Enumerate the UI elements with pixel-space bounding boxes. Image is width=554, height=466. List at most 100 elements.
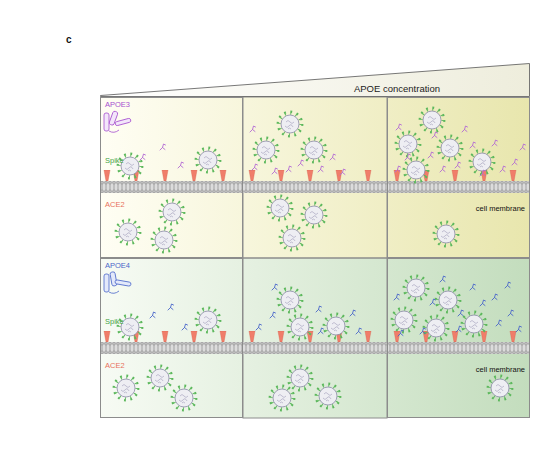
wedge-shape [101, 64, 530, 97]
illustration-part [330, 154, 336, 160]
axis-label: APOE concentration [354, 84, 440, 94]
apoe4-molecules [150, 276, 522, 336]
virus [280, 226, 305, 251]
row-background [100, 97, 530, 258]
ace2-receptor [101, 331, 529, 342]
illustration-part [356, 328, 362, 334]
virus [470, 150, 495, 175]
illustration-part [500, 166, 506, 172]
illustration-part [430, 299, 436, 305]
panel-box: cell membrane [387, 97, 530, 258]
illustration-part [252, 164, 258, 170]
illustration-part [480, 300, 486, 306]
virus [270, 386, 295, 411]
virus [268, 196, 293, 221]
illustration-part [512, 159, 518, 165]
illustration-part [505, 282, 511, 288]
illustration-part [492, 140, 498, 146]
protein-label: APOE4 [105, 262, 130, 270]
illustration-part [115, 280, 131, 287]
wedge-outline [100, 63, 530, 97]
illustration-part [462, 126, 468, 132]
virus [278, 288, 303, 313]
concentration-wedge: APOE concentration [100, 63, 530, 97]
illustration-part [520, 144, 526, 150]
illustration-part [470, 284, 476, 290]
virus [288, 315, 313, 340]
virus [116, 220, 141, 245]
illustration-part [160, 144, 166, 150]
receptor-label: ACE2 [105, 362, 125, 370]
illustration-part [405, 154, 411, 160]
illustration-part [109, 291, 119, 293]
virus [160, 200, 185, 225]
cell-membrane [101, 181, 529, 193]
virus [254, 138, 279, 163]
apoe3-protein-icon [104, 111, 131, 133]
illustration-part [395, 166, 401, 172]
illustration-part [140, 154, 146, 160]
virus [288, 366, 313, 391]
virus [152, 228, 177, 253]
illustration-part [350, 310, 356, 316]
illustration-part [440, 166, 446, 172]
ace2-receptor [101, 170, 529, 181]
panel-box: cell membrane [387, 258, 530, 418]
illustration-part [455, 162, 461, 168]
illustration-part [104, 274, 109, 292]
illustration-part [480, 170, 486, 176]
illustration-part [398, 330, 404, 336]
illustration-part [286, 166, 292, 172]
illustration-part [250, 126, 256, 132]
illustration-part [432, 132, 438, 138]
illustration-part [508, 310, 514, 316]
illustration-part [298, 160, 304, 166]
virus [404, 276, 429, 301]
illustration-part [516, 326, 522, 332]
virus [438, 136, 463, 161]
illustration-part [440, 276, 446, 282]
illustration-part [316, 306, 322, 312]
illustration-part [182, 324, 188, 330]
panel-box: APOE3SpikeACE2 [100, 97, 243, 258]
row-background [100, 258, 530, 418]
virus [462, 312, 487, 337]
illustration-part [150, 312, 156, 318]
virus-group [114, 108, 513, 411]
spike-label: Spike [105, 157, 124, 165]
illustration-part [396, 124, 402, 130]
illustration-part [318, 328, 324, 334]
virus [434, 222, 459, 247]
illustration-part [256, 324, 262, 330]
illustration-part [104, 113, 109, 131]
virus [302, 138, 327, 163]
panel-letter: c [66, 34, 72, 45]
virus [172, 386, 197, 411]
illustration-part [492, 294, 498, 300]
illustration-part [496, 320, 502, 326]
virus [404, 158, 429, 183]
illustration-part [178, 162, 184, 168]
apoe3-molecules [140, 124, 526, 176]
virus [196, 308, 221, 333]
illustration-part [428, 152, 434, 158]
membrane-label: cell membrane [476, 205, 525, 213]
virus [302, 203, 327, 228]
receptor-label: ACE2 [105, 201, 125, 209]
virus [424, 316, 449, 341]
panel-box: APOE4SpikeACE2 [100, 258, 243, 418]
virus [392, 308, 417, 333]
illustration-part [109, 130, 119, 132]
illustration-part [420, 328, 426, 334]
illustration-part [456, 326, 462, 332]
illustration-part [168, 304, 174, 310]
spike-label: Spike [105, 318, 124, 326]
illustration-part [394, 294, 400, 300]
illustration-part [272, 284, 278, 290]
virus [278, 112, 303, 137]
virus [396, 132, 421, 157]
virus [196, 148, 221, 173]
virus [316, 384, 341, 409]
virus [420, 108, 445, 133]
